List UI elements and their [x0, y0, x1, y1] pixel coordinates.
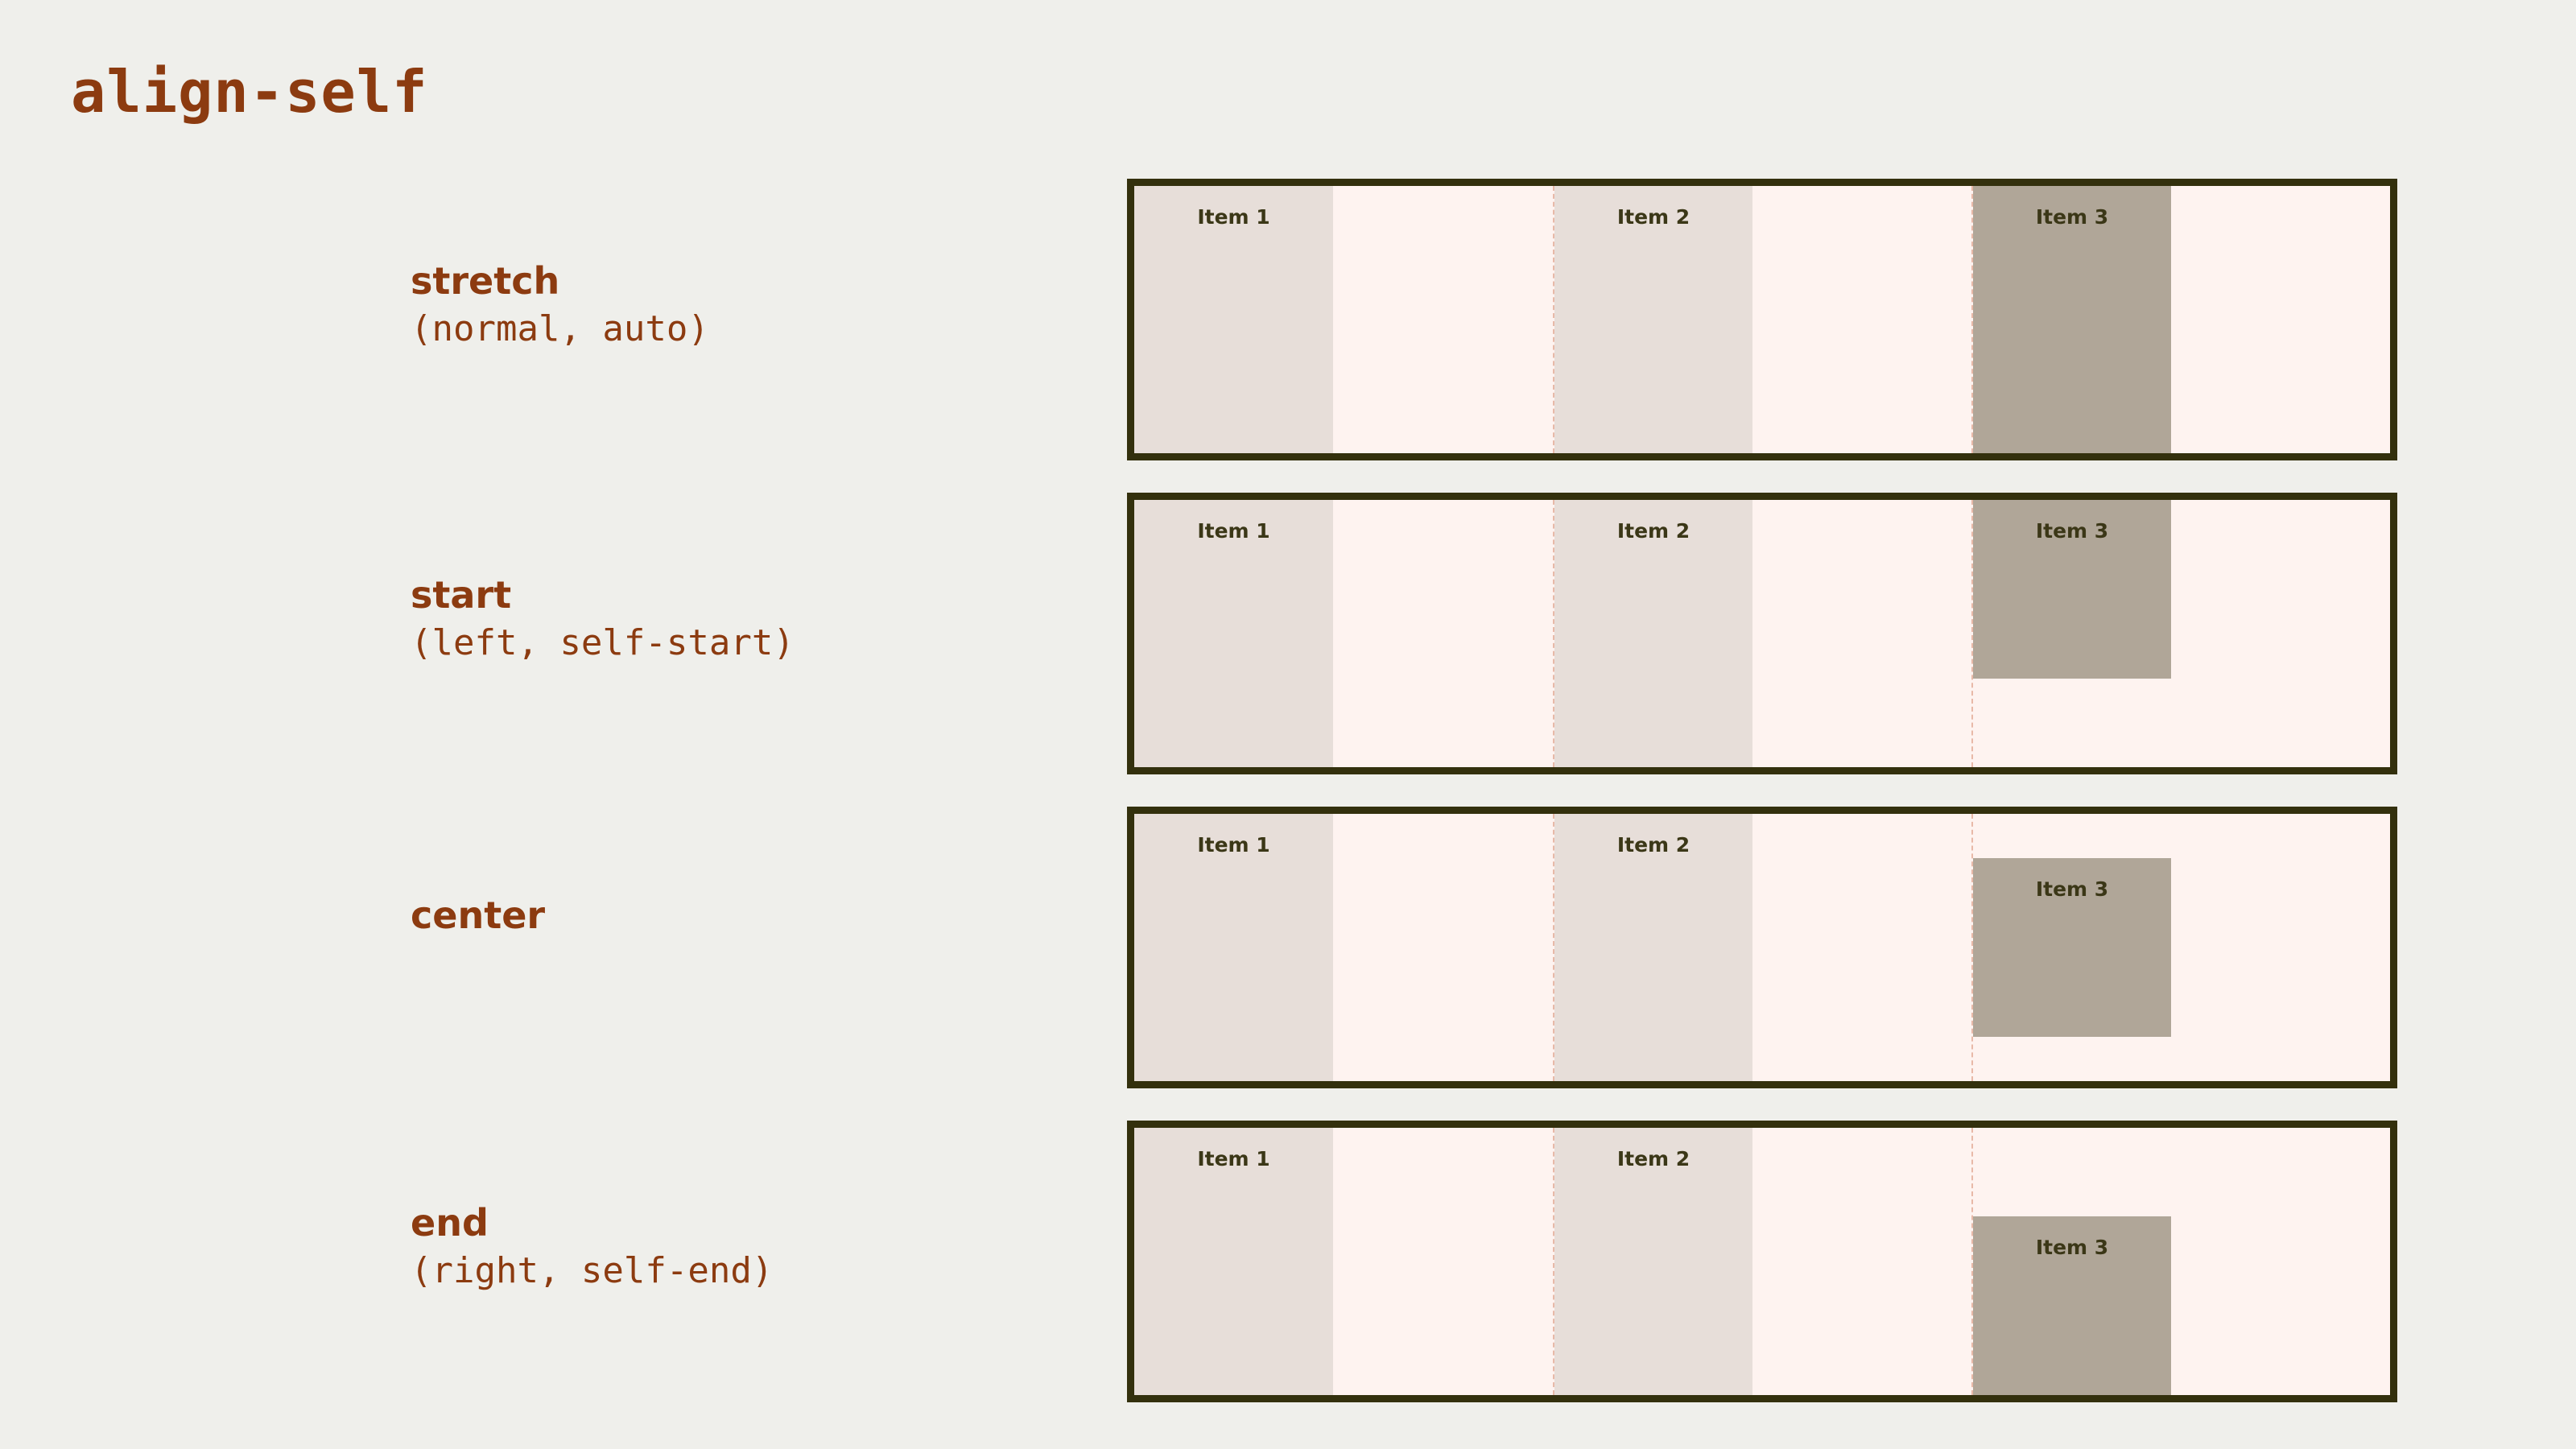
grid-item[interactable]: Item 2 [1554, 186, 1753, 453]
row-label-center: center [411, 894, 1038, 937]
grid-item-label: Item 2 [1616, 519, 1690, 543]
grid-item[interactable]: Item 1 [1134, 186, 1333, 453]
grid-item-highlight[interactable]: Item 3 [1973, 186, 2172, 453]
grid-container-center: Item 1 Item 2 Item 3 [1127, 807, 2397, 1088]
grid-track: Item 3 [1971, 814, 2390, 1081]
row-keyword: start [411, 573, 512, 617]
demo-row-center: center Item 1 Item 2 Item 3 [0, 807, 2576, 1088]
demo-row-end: end (right, self-end) Item 1 Item 2 Item… [0, 1121, 2576, 1402]
grid-container-stretch: Item 1 Item 2 Item 3 [1127, 179, 2397, 460]
grid-item-label: Item 3 [2035, 519, 2109, 543]
row-keyword: stretch [411, 259, 560, 303]
grid-track: Item 1 [1134, 186, 1553, 453]
grid-item-highlight[interactable]: Item 3 [1973, 858, 2172, 1037]
grid-track: Item 3 [1971, 1128, 2390, 1395]
grid-item-label: Item 2 [1616, 1147, 1690, 1170]
row-aliases: (right, self-end) [411, 1250, 774, 1292]
grid-track: Item 1 [1134, 814, 1553, 1081]
grid-item[interactable]: Item 2 [1554, 1128, 1753, 1395]
grid-item-label: Item 3 [2035, 877, 2109, 901]
row-aliases: (normal, auto) [411, 308, 709, 350]
demo-row-start: start (left, self-start) Item 1 Item 2 I… [0, 493, 2576, 774]
row-keyword: end [411, 1201, 489, 1245]
grid-item-highlight[interactable]: Item 3 [1973, 500, 2172, 679]
grid-item[interactable]: Item 2 [1554, 814, 1753, 1081]
grid-track: Item 2 [1553, 1128, 1971, 1395]
row-label-end: end (right, self-end) [411, 1201, 1038, 1293]
grid-track: Item 1 [1134, 500, 1553, 767]
grid-item[interactable]: Item 1 [1134, 814, 1333, 1081]
grid-track: Item 3 [1971, 500, 2390, 767]
row-aliases: (left, self-start) [411, 622, 795, 664]
grid-track: Item 2 [1553, 186, 1971, 453]
row-label-start: start (left, self-start) [411, 573, 1038, 665]
grid-item-highlight[interactable]: Item 3 [1973, 1216, 2172, 1395]
grid-track: Item 3 [1971, 186, 2390, 453]
grid-item-label: Item 1 [1197, 205, 1270, 229]
grid-item[interactable]: Item 2 [1554, 500, 1753, 767]
grid-item[interactable]: Item 1 [1134, 1128, 1333, 1395]
grid-track: Item 1 [1134, 1128, 1553, 1395]
grid-container-end: Item 1 Item 2 Item 3 [1127, 1121, 2397, 1402]
grid-item-label: Item 2 [1616, 205, 1690, 229]
grid-container-start: Item 1 Item 2 Item 3 [1127, 493, 2397, 774]
grid-track: Item 2 [1553, 814, 1971, 1081]
grid-track: Item 2 [1553, 500, 1971, 767]
grid-item-label: Item 1 [1197, 833, 1270, 857]
grid-item-label: Item 1 [1197, 519, 1270, 543]
grid-item-label: Item 1 [1197, 1147, 1270, 1170]
grid-item-label: Item 3 [2035, 1236, 2109, 1259]
grid-item-label: Item 3 [2035, 205, 2109, 229]
grid-item[interactable]: Item 1 [1134, 500, 1333, 767]
demo-row-stretch: stretch (normal, auto) Item 1 Item 2 Ite… [0, 179, 2576, 460]
page-title: align-self [71, 58, 428, 126]
grid-item-label: Item 2 [1616, 833, 1690, 857]
row-label-stretch: stretch (normal, auto) [411, 259, 1038, 351]
row-keyword: center [411, 894, 546, 937]
